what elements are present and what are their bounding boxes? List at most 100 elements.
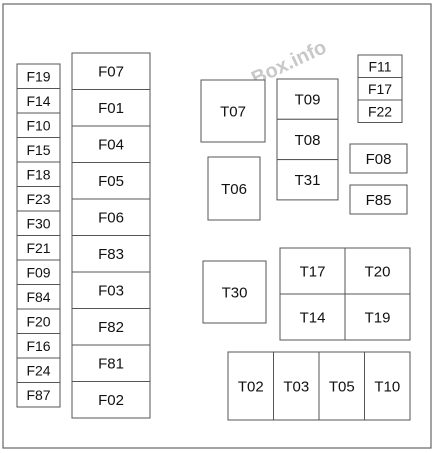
relay-t08-label: T08	[295, 132, 321, 149]
fuse-f20-outline	[16, 308, 61, 334]
relay-t07: T07	[200, 79, 266, 143]
relay-t05-outline	[318, 351, 365, 421]
fuse-f18: F18	[16, 161, 61, 187]
fuse-f23-label: F23	[26, 191, 50, 207]
fuse-f01-label: F01	[98, 100, 124, 117]
fuse-f09-outline	[16, 259, 61, 285]
fuse-f21-outline	[16, 235, 61, 261]
fuse-f05-label: F05	[98, 173, 124, 190]
fuse-f24-label: F24	[26, 362, 50, 378]
fuse-f02-label: F02	[98, 392, 124, 409]
fuse-f21-label: F21	[26, 240, 50, 256]
fuse-f07-label: F07	[98, 64, 124, 81]
relay-t02: T02	[227, 351, 274, 421]
fuse-f08-outline	[349, 143, 408, 174]
relay-t19-outline	[344, 293, 411, 341]
fuse-f17-label: F17	[368, 81, 392, 97]
relay-t10: T10	[364, 351, 411, 421]
fuse-f87: F87	[16, 382, 61, 408]
relay-t14-outline	[279, 293, 346, 341]
fuse-f16: F16	[16, 333, 61, 359]
relay-t09: T09	[276, 78, 339, 120]
fuse-f11-label: F11	[368, 58, 391, 74]
fuse-f85-outline	[349, 184, 408, 215]
fuse-f85-label: F85	[366, 192, 392, 209]
relay-t07-outline	[200, 79, 266, 143]
fuse-f82-outline	[71, 308, 151, 346]
fuse-f04: F04	[71, 125, 151, 163]
fuse-f85: F85	[349, 184, 408, 215]
fuse-f10: F10	[16, 112, 61, 138]
relay-t03-label: T03	[283, 378, 309, 395]
relay-t05-label: T05	[329, 378, 355, 395]
fuse-f20-label: F20	[26, 313, 50, 329]
relay-t09-label: T09	[295, 92, 321, 109]
fuse-f81: F81	[71, 344, 151, 382]
fuse-f09: F09	[16, 259, 61, 285]
relay-t02-label: T02	[238, 378, 264, 395]
relay-t02-outline	[227, 351, 274, 421]
fuse-f07-outline	[71, 52, 151, 90]
fuse-f05-outline	[71, 162, 151, 200]
fuse-f19-label: F19	[26, 68, 50, 84]
fuse-f84-label: F84	[26, 289, 50, 305]
fuse-f07: F07	[71, 52, 151, 90]
fuse-f03: F03	[71, 271, 151, 309]
relay-t17-label: T17	[300, 263, 326, 280]
fuse-f82: F82	[71, 308, 151, 346]
fuse-f02-outline	[71, 381, 151, 419]
relay-t14: T14	[279, 293, 346, 341]
fuse-f81-label: F81	[98, 356, 124, 373]
relay-t30-label: T30	[222, 284, 248, 301]
relay-t07-label: T07	[220, 103, 246, 120]
fuse-f83: F83	[71, 235, 151, 273]
fuse-f01-outline	[71, 89, 151, 127]
fuse-f11: F11	[357, 54, 403, 78]
fuse-f16-label: F16	[26, 338, 50, 354]
relay-t06-outline	[207, 156, 261, 221]
fuse-f81-outline	[71, 344, 151, 382]
relay-t20-outline	[344, 247, 411, 295]
fuse-f30-label: F30	[26, 215, 50, 231]
fuse-f22-outline	[357, 99, 403, 123]
fuse-f87-label: F87	[26, 387, 50, 403]
fuse-f01: F01	[71, 89, 151, 127]
fuse-f24: F24	[16, 357, 61, 383]
relay-t30-outline	[202, 260, 267, 324]
fuse-f05: F05	[71, 162, 151, 200]
fuse-f23: F23	[16, 186, 61, 212]
fuse-f10-label: F10	[26, 117, 50, 133]
fuse-f19: F19	[16, 63, 61, 89]
relay-t20: T20	[344, 247, 411, 295]
relay-t08-outline	[276, 118, 339, 161]
relay-t31-label: T31	[295, 172, 321, 189]
fuse-f83-outline	[71, 235, 151, 273]
fuse-f08: F08	[349, 143, 408, 174]
fuse-f04-outline	[71, 125, 151, 163]
fuse-f04-label: F04	[98, 137, 124, 154]
fuse-f02: F02	[71, 381, 151, 419]
relay-t05: T05	[318, 351, 365, 421]
fuse-f14-outline	[16, 88, 61, 114]
fuse-f08-label: F08	[366, 151, 392, 168]
fuse-f14-label: F14	[26, 93, 50, 109]
relay-t06-label: T06	[221, 181, 247, 198]
fuse-f03-label: F03	[98, 283, 124, 300]
relay-t19-label: T19	[365, 309, 391, 326]
fuse-f83-label: F83	[98, 246, 124, 263]
relay-t30: T30	[202, 260, 267, 324]
relay-t31-outline	[276, 159, 339, 201]
fuse-f03-outline	[71, 271, 151, 309]
relay-t03: T03	[273, 351, 320, 421]
fuse-f22: F22	[357, 99, 403, 123]
fuse-f06-outline	[71, 198, 151, 236]
fuse-f15-label: F15	[26, 142, 50, 158]
fuse-f16-outline	[16, 333, 61, 359]
fuse-f15: F15	[16, 137, 61, 163]
fuse-f19-outline	[16, 63, 61, 89]
fuse-f22-label: F22	[368, 103, 392, 119]
relay-t20-label: T20	[365, 263, 391, 280]
relay-t08: T08	[276, 118, 339, 161]
fuse-f21: F21	[16, 235, 61, 261]
